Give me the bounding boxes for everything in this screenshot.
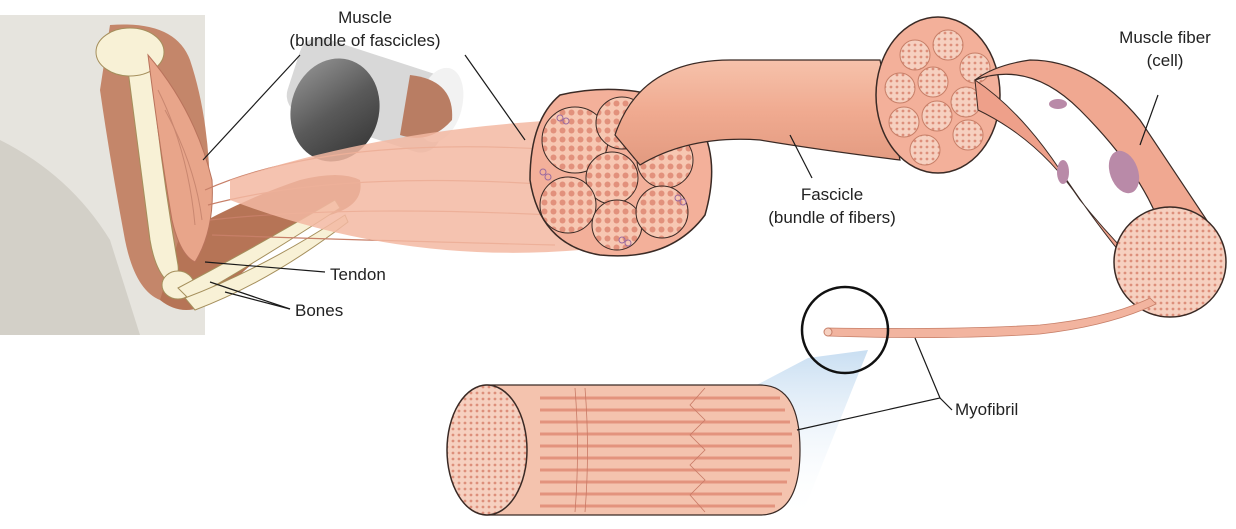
muscle-label: Muscle: [338, 8, 392, 27]
fascicle-tube: [615, 60, 900, 165]
myofibril-strand: [828, 298, 1156, 338]
myofibril-leader-label: [940, 398, 952, 410]
bones-leader-2: [225, 292, 290, 309]
fascicle-label: Fascicle: [801, 185, 863, 204]
myofibril-enlarged: [447, 385, 800, 515]
myofibril-label: Myofibril: [955, 400, 1018, 419]
tendon-label: Tendon: [330, 265, 386, 284]
muscle-leader: [203, 55, 300, 160]
muscle-sublabel: (bundle of fascicles): [289, 31, 440, 50]
muscle-fiber-sublabel: (cell): [1147, 51, 1184, 70]
bones-label: Bones: [295, 301, 343, 320]
muscle-fiber-label: Muscle fiber: [1119, 28, 1211, 47]
nucleus: [1057, 160, 1069, 184]
fascicle-sublabel: (bundle of fibers): [768, 208, 896, 227]
nucleus: [1049, 99, 1067, 109]
fiber-cross-section: [1114, 207, 1226, 317]
